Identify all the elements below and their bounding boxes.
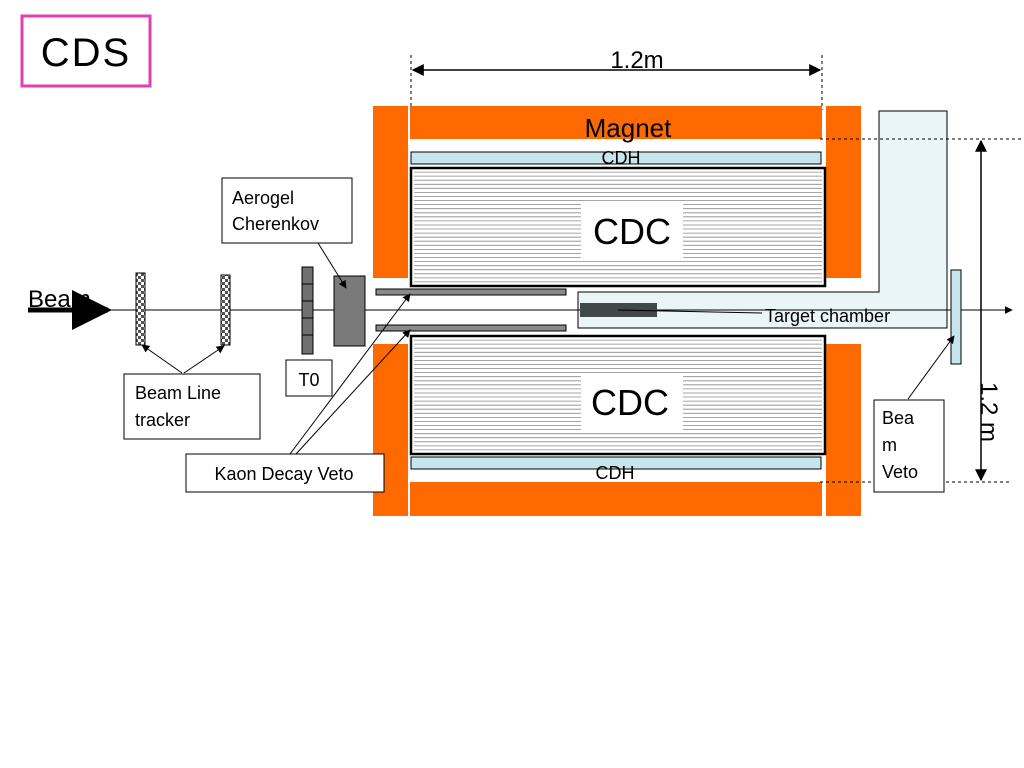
magnet-label: Magnet [585, 113, 672, 143]
magnet-right-upper [826, 106, 861, 278]
cdc-bottom-label: CDC [591, 382, 669, 423]
kaon-decay-veto-label-box [185, 453, 385, 493]
beam-veto-label-line2: m [882, 435, 897, 455]
beam-veto-label-line3: Veto [882, 462, 918, 482]
title-box [20, 14, 152, 88]
cdc-bottom: CDC [409, 334, 827, 456]
beam-line-tracker-1 [135, 272, 146, 346]
beam-label: Beam [28, 286, 91, 313]
beamline-tracker-label-line2: tracker [135, 410, 190, 430]
magnet-bottom [410, 482, 822, 516]
cdh-top-label: CDH [602, 148, 641, 168]
beamline-tracker-label-box [123, 373, 261, 440]
kaon-decay-veto-label: Kaon Decay Veto [214, 464, 353, 484]
cdh-bottom-bar [410, 456, 822, 470]
t0-label: T0 [298, 370, 319, 390]
target-chamber-label: Target chamber [765, 306, 890, 326]
t0-label-box [285, 359, 333, 397]
t0-counter [301, 266, 314, 355]
kaon-decay-veto-leader-2 [295, 329, 411, 455]
beam-veto-label-box [873, 399, 945, 493]
cdc-top-label: CDC [593, 211, 671, 252]
magnet-top [410, 106, 822, 139]
magnet-left-upper [373, 106, 408, 278]
magnet-right-lower [826, 344, 861, 516]
aerogel-label-line2: Cherenkov [232, 214, 319, 234]
beam-line-tracker-2 [220, 274, 231, 346]
beamline-tracker-leader-1 [141, 344, 183, 374]
cdc-top-wires [414, 171, 822, 283]
cdc-top-label-box [581, 202, 683, 258]
kaon-decay-veto-leader-1 [289, 293, 411, 455]
target-chamber-leader [617, 309, 763, 314]
page-title: CDS [41, 31, 131, 75]
cdh-bottom-label: CDH [596, 463, 635, 483]
beamline-tracker-leader-2 [183, 345, 225, 374]
beamline-tracker-label-line1: Beam Line [135, 383, 221, 403]
aerogel-cherenkov [333, 275, 366, 347]
width-dimension-label: 1.2m [610, 47, 663, 74]
kaon-decay-veto-upper-bar [375, 288, 567, 296]
beam-veto-leader [907, 335, 955, 400]
kaon-decay-veto-lower-bar [375, 324, 567, 332]
cdc-top: CDC [409, 166, 827, 288]
height-dimension-label: 1.2 m [975, 382, 1002, 442]
cdc-bottom-label-box [581, 374, 683, 430]
cdh-top-bar [410, 151, 822, 165]
aerogel-label-line1: Aerogel [232, 188, 294, 208]
beam-veto-counter [950, 269, 962, 365]
aerogel-label-box [221, 177, 353, 244]
aerogel-leader [317, 242, 347, 289]
beam-veto-label-line1: Bea [882, 408, 915, 428]
